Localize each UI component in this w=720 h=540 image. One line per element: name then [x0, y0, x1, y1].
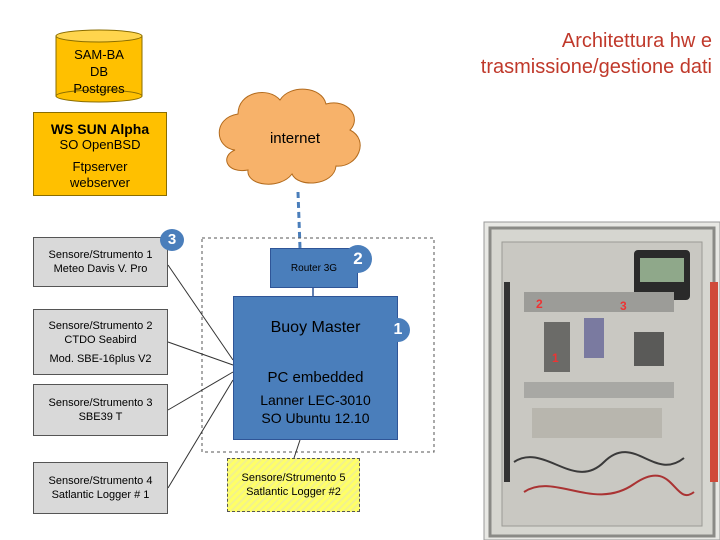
buoy-master-line-1: Buoy Master — [270, 319, 361, 336]
buoy-master-box: Buoy Master PC embedded Lanner LEC-3010 … — [233, 296, 398, 440]
sensor-5-line-2: Satlantic Logger #2 — [246, 486, 341, 498]
title-line-2: trasmissione/gestione dati — [480, 56, 712, 78]
sensor-1-badge: 3 — [160, 229, 184, 251]
sensor-4-line-1: Sensore/Strumento 4 — [48, 475, 153, 487]
sensor-4-line-2: Satlantic Logger # 1 — [51, 489, 150, 501]
sensor-3-line-2: SBE39 T — [78, 411, 123, 423]
database-line-1: SAM-BA — [74, 47, 124, 62]
sensor-5-line-1: Sensore/Strumento 5 — [241, 472, 346, 484]
sensor-2-line-1: Sensore/Strumento 2 — [48, 319, 153, 332]
buoy-master-line-4: SO Ubuntu 12.10 — [261, 410, 370, 426]
database-label: SAM-BA DB Postgres — [60, 46, 138, 97]
buoy-master-line-3: Lanner LEC-3010 — [260, 392, 371, 408]
sensor-2-line-3: Mod. SBE-16plus V2 — [49, 352, 152, 365]
router-label: Router 3G — [290, 262, 338, 274]
ws-server-line-1: WS SUN Alpha — [50, 121, 150, 137]
database-line-3: Postgres — [73, 81, 125, 96]
sensor-2-line-2: CTDO Seabird — [64, 333, 137, 346]
sensor-1-line-2: Meteo Davis V. Pro — [53, 263, 148, 275]
ws-server-line-4: webserver — [70, 175, 130, 190]
sensor-connectors — [167, 264, 301, 489]
diagram-title: Architettura hw e trasmissione/gestione … — [422, 28, 712, 80]
sensor-box-1: Sensore/Strumento 1 Meteo Davis V. Pro — [33, 237, 168, 287]
photo-badge-3: 3 — [620, 299, 627, 313]
sensor-box-4: Sensore/Strumento 4 Satlantic Logger # 1 — [33, 462, 168, 514]
photo-badge-1: 1 — [552, 351, 559, 365]
ws-server-line-3: Ftpserver — [72, 159, 128, 174]
sensor-box-3: Sensore/Strumento 3 SBE39 T — [33, 384, 168, 436]
sensor-box-2: Sensore/Strumento 2 CTDO Seabird Mod. SB… — [33, 309, 168, 375]
buoy-enclosure — [201, 237, 435, 453]
sensor-3-line-1: Sensore/Strumento 3 — [48, 397, 153, 409]
router-box: Router 3G — [270, 248, 358, 288]
sensor-box-5: Sensore/Strumento 5 Satlantic Logger #2 — [227, 458, 360, 512]
ws-server-line-2: SO OpenBSD — [59, 137, 141, 152]
sensor-1-line-1: Sensore/Strumento 1 — [48, 249, 153, 261]
internet-label: internet — [269, 130, 321, 147]
ws-server-box: WS SUN Alpha SO OpenBSD Ftpserver webser… — [33, 112, 167, 196]
database-cylinder — [55, 29, 143, 103]
buoy-master-badge: 1 — [386, 318, 410, 342]
database-line-2: DB — [89, 64, 109, 79]
router-badge: 2 — [344, 245, 372, 273]
cloud-router-link — [296, 191, 302, 249]
buoy-master-line-2: PC embedded — [267, 369, 364, 386]
internet-cloud — [218, 88, 361, 185]
photo-badge-2: 2 — [536, 297, 543, 311]
title-line-1: Architettura hw e — [561, 30, 712, 52]
equipment-cabinet-photo: 2 3 1 — [488, 226, 718, 538]
display-unit — [634, 250, 690, 300]
